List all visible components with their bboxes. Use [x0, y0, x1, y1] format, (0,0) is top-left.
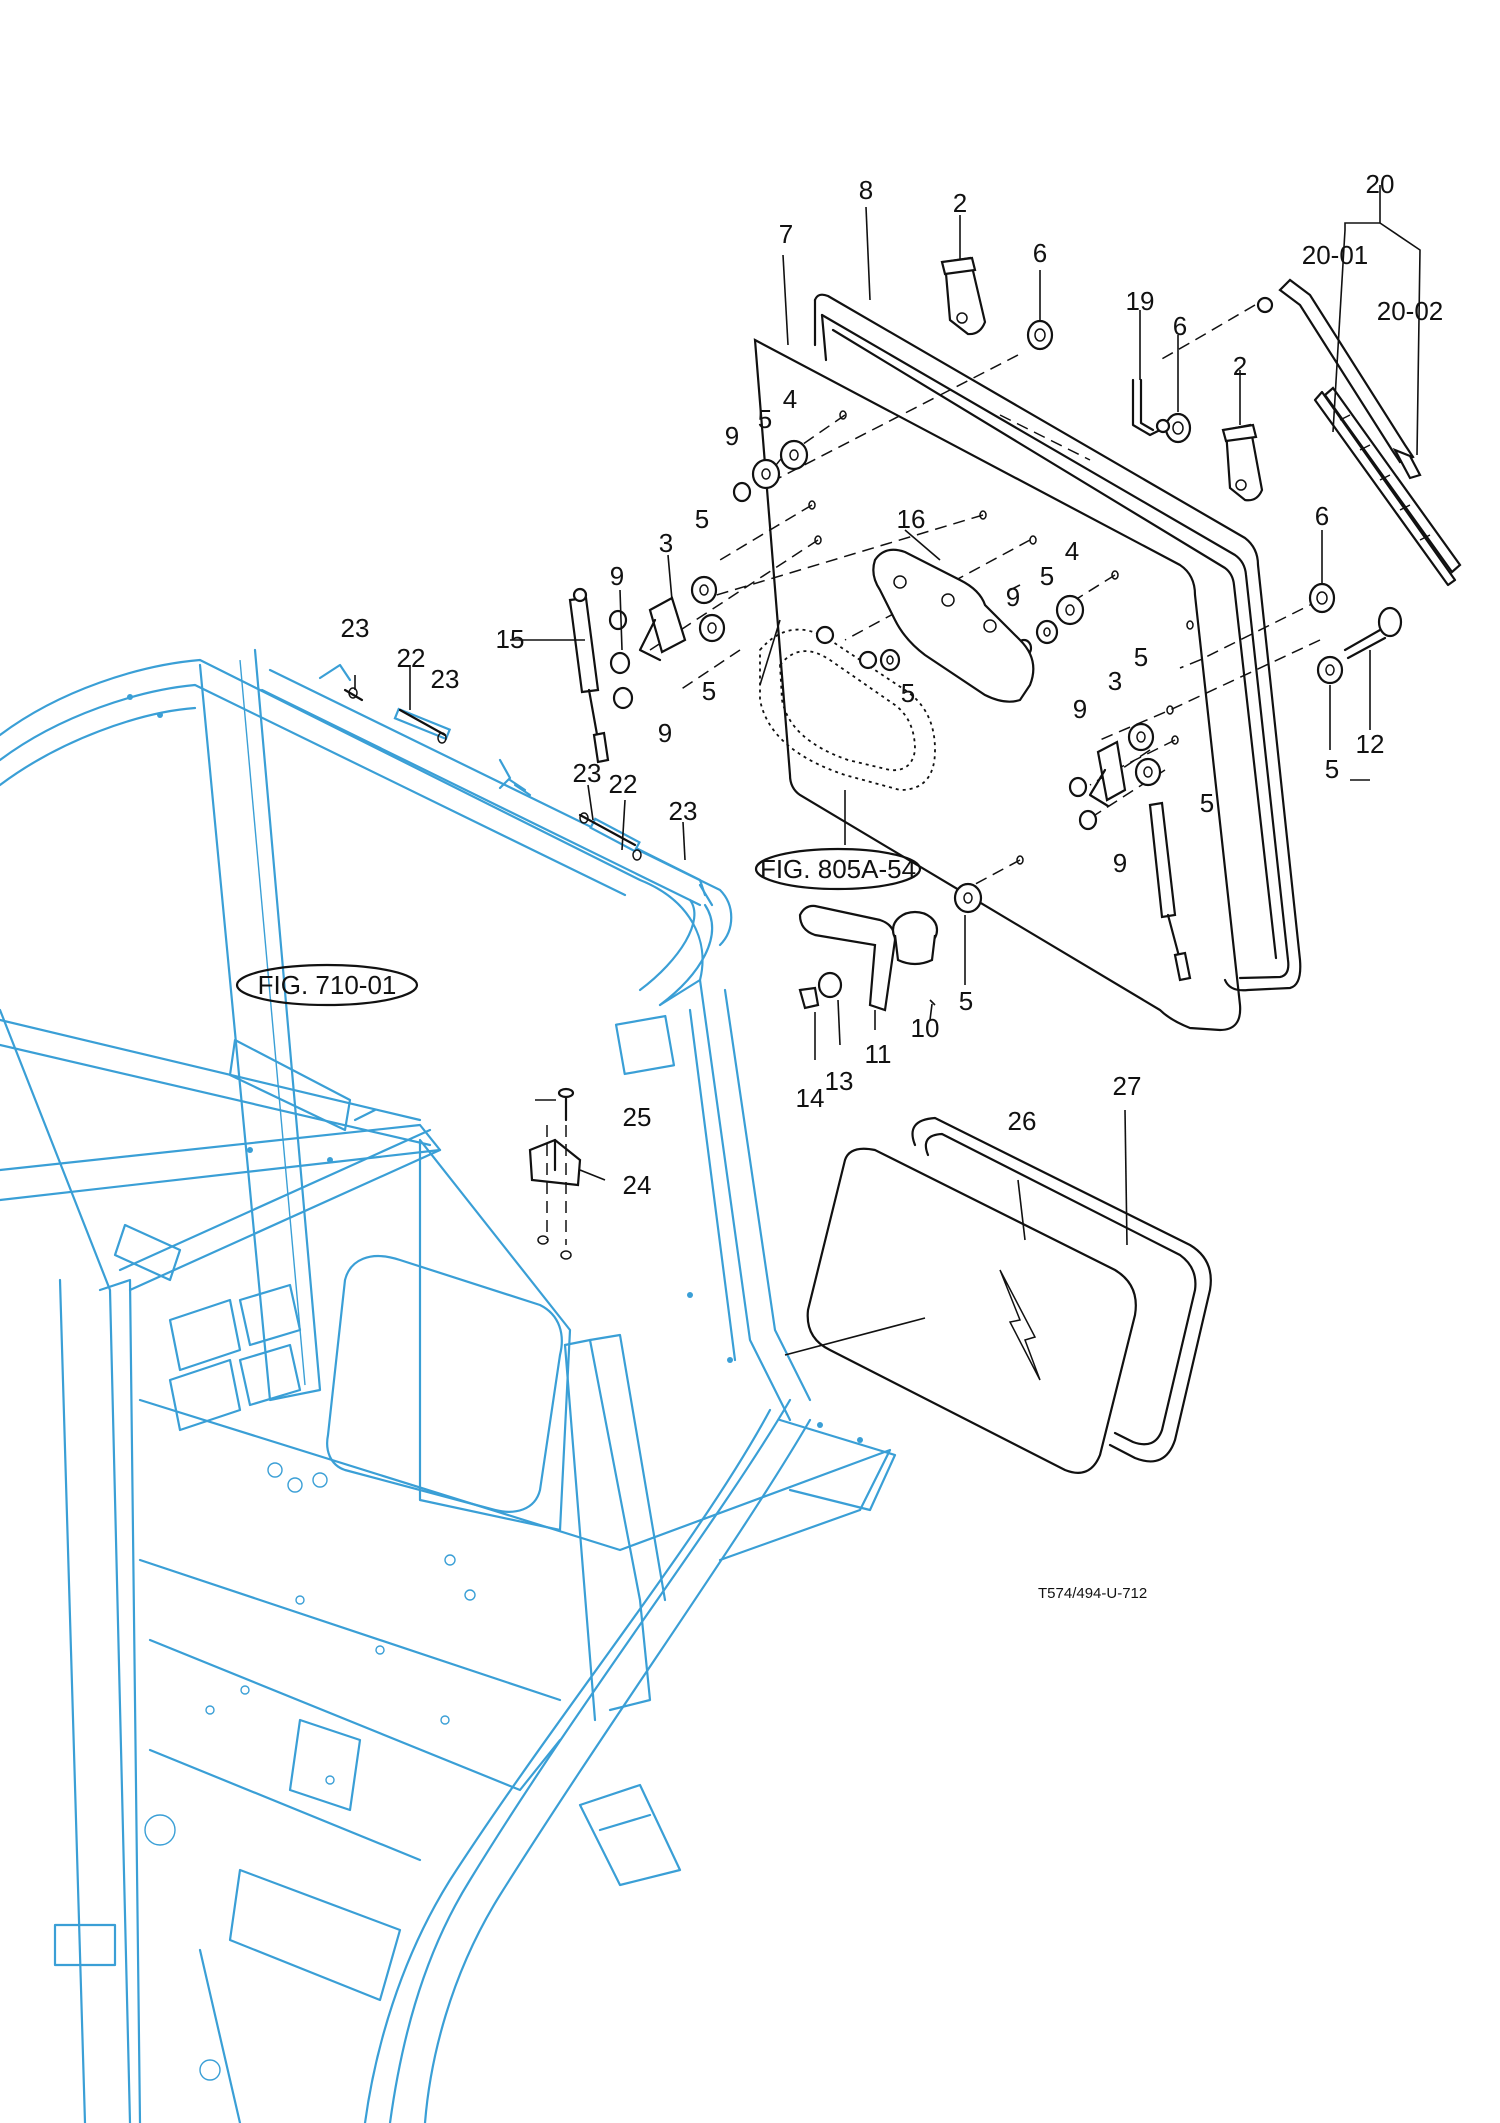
side-window-seal-27 — [911, 1116, 1212, 1463]
washer-13-nut-14 — [798, 971, 843, 1010]
callout-9: 9 — [1073, 694, 1087, 724]
callout-3: 3 — [659, 528, 673, 558]
callout-5: 5 — [758, 404, 772, 434]
callout-12: 12 — [1356, 729, 1385, 759]
screw-12 — [1377, 606, 1403, 638]
hinge-part-2-left — [940, 256, 987, 336]
callout-5: 5 — [1040, 561, 1054, 591]
callout-23: 23 — [431, 664, 460, 694]
callout-4: 4 — [1065, 536, 1079, 566]
callout-6: 6 — [1315, 501, 1329, 531]
callout-22: 22 — [397, 643, 426, 673]
callout-16: 16 — [897, 504, 926, 534]
callout-24: 24 — [623, 1170, 652, 1200]
callout-14: 14 — [796, 1083, 825, 1113]
callout-20: 20 — [1366, 169, 1395, 199]
callout-26: 26 — [1008, 1106, 1037, 1136]
callout-5: 5 — [901, 678, 915, 708]
callout-5: 5 — [695, 504, 709, 534]
hinge-part-2-right — [1221, 423, 1264, 502]
figref-cab-frame: FIG. 710-01 — [258, 970, 397, 1000]
callout-20-02: 20-02 — [1377, 296, 1444, 326]
rod-19 — [1131, 378, 1171, 437]
gas-strut-15-right — [1148, 801, 1192, 982]
wiper-blade-20-02 — [1313, 386, 1462, 587]
callout-19: 19 — [1126, 286, 1155, 316]
callout-22: 22 — [609, 769, 638, 799]
figref-oval-rear-window: FIG. 805A-54 — [754, 847, 922, 891]
callout-20-01: 20-01 — [1302, 240, 1369, 270]
callout-27: 27 — [1113, 1071, 1142, 1101]
callout-15: 15 — [496, 624, 525, 654]
callout-5: 5 — [1325, 754, 1339, 784]
callout-9: 9 — [610, 561, 624, 591]
seal-dotted — [759, 625, 936, 791]
callout-6: 6 — [1173, 311, 1187, 341]
window-seal — [813, 293, 1302, 992]
figref-oval-cab-frame: FIG. 710-01 — [235, 963, 419, 1007]
gas-strut-15-left — [568, 587, 610, 764]
callout-5: 5 — [959, 986, 973, 1016]
callout-6: 6 — [1033, 238, 1047, 268]
callout-numbers: 7 8 2 6 19 6 2 20 20-01 20-02 4 5 9 16 5… — [341, 169, 1444, 1200]
callout-11: 11 — [865, 1039, 892, 1069]
leader-lines — [354, 185, 1421, 1356]
cab-frame-outline — [0, 648, 897, 2123]
callout-23: 23 — [669, 796, 698, 826]
callout-2: 2 — [1233, 351, 1247, 381]
callout-23: 23 — [341, 613, 370, 643]
callout-9: 9 — [1113, 848, 1127, 878]
gasket-16 — [872, 548, 1035, 703]
callout-2: 2 — [953, 188, 967, 218]
block-24 — [528, 1138, 582, 1187]
callout-5: 5 — [1134, 642, 1148, 672]
grommets-6 — [1026, 319, 1336, 614]
bolt-25 — [537, 1087, 575, 1260]
callout-5: 5 — [702, 676, 716, 706]
callout-25: 25 — [623, 1102, 652, 1132]
bracket-3-right — [1088, 740, 1127, 808]
callout-3: 3 — [1108, 666, 1122, 696]
wiper-arm-20-01 — [1256, 278, 1422, 480]
callout-9: 9 — [725, 421, 739, 451]
callout-4: 4 — [783, 384, 797, 414]
callout-7: 7 — [779, 219, 793, 249]
figref-rear-window: FIG. 805A-54 — [760, 854, 916, 884]
bracket-3-left — [638, 596, 687, 662]
callout-10: 10 — [911, 1013, 940, 1043]
drawing-code: T574/494-U-712 — [1038, 1585, 1147, 1602]
knob-10 — [891, 910, 939, 966]
callout-5: 5 — [1200, 788, 1214, 818]
callout-9: 9 — [1006, 582, 1020, 612]
fasteners — [608, 439, 1402, 914]
callout-13: 13 — [825, 1066, 854, 1096]
pins-22-23 — [343, 687, 642, 861]
callout-8: 8 — [859, 175, 873, 205]
window-holes — [808, 410, 1194, 865]
callout-9: 9 — [658, 718, 672, 748]
side-window-glass-26 — [806, 1147, 1137, 1474]
callout-23: 23 — [573, 758, 602, 788]
